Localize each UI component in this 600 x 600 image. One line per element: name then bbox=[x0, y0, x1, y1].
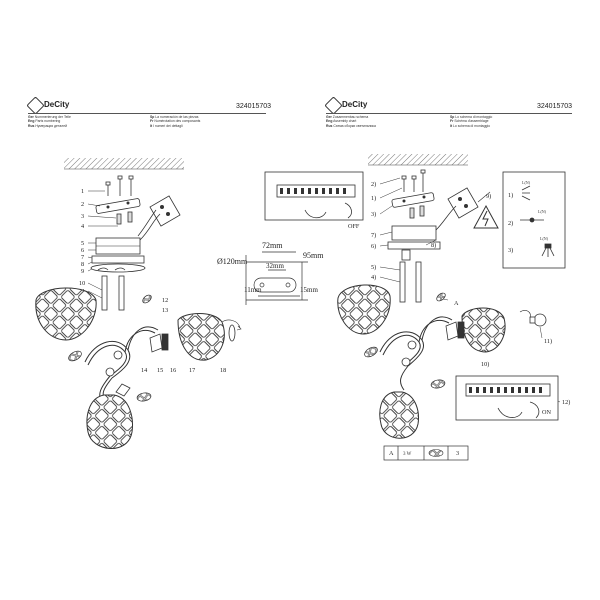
leader-lines bbox=[87, 190, 118, 299]
terminal-callout-off: OFF bbox=[264, 171, 364, 230]
svg-text:7: 7 bbox=[81, 254, 84, 261]
parts-table: A 3 W 3 bbox=[383, 445, 469, 461]
svg-text:9: 9 bbox=[81, 268, 84, 275]
svg-text:3): 3) bbox=[371, 211, 376, 218]
crystal-pendant-icon bbox=[428, 449, 444, 457]
ceiling-hatch bbox=[368, 154, 468, 166]
svg-text:32mm: 32mm bbox=[266, 262, 284, 270]
svg-text:1: 1 bbox=[81, 188, 84, 195]
legend-block: Ger Nummerierung der Teile Sp La numerac… bbox=[28, 115, 268, 128]
svg-text:95mm: 95mm bbox=[303, 251, 324, 260]
svg-text:A: A bbox=[454, 300, 459, 307]
svg-text:15mm: 15mm bbox=[300, 286, 318, 294]
bulb-icon bbox=[221, 319, 242, 342]
svg-text:9): 9) bbox=[486, 193, 491, 200]
terminal-block-icon bbox=[137, 195, 181, 241]
canopy-plate bbox=[387, 225, 441, 261]
legend-row: Rus Схема сборки светильника It Lo schem… bbox=[326, 123, 490, 128]
anchor-icon bbox=[116, 211, 133, 225]
support-rod bbox=[97, 267, 126, 311]
screw-icon bbox=[401, 169, 426, 192]
terminal-callout-on: ON bbox=[455, 375, 559, 421]
crystal-pendant-icon bbox=[68, 294, 152, 402]
header-divider bbox=[326, 113, 572, 114]
document-code: 324015703 bbox=[537, 103, 573, 110]
support-rod bbox=[399, 261, 422, 303]
crystal-pendant-icon bbox=[364, 292, 446, 389]
svg-text:L(N): L(N) bbox=[540, 236, 549, 241]
svg-text:3 W: 3 W bbox=[403, 452, 412, 457]
svg-text:6): 6) bbox=[371, 243, 376, 250]
anchor-icon bbox=[409, 205, 425, 219]
svg-text:4): 4) bbox=[371, 274, 376, 281]
legend-row: Ger Zusammenbau schema Sp Lo schema di m… bbox=[326, 115, 493, 119]
arm-connector-icon bbox=[401, 340, 417, 367]
svg-text:7): 7) bbox=[371, 232, 376, 239]
glass-shade bbox=[35, 287, 225, 449]
svg-text:5: 5 bbox=[81, 240, 84, 247]
svg-text:ON: ON bbox=[542, 409, 551, 416]
svg-text:8: 8 bbox=[81, 261, 84, 268]
svg-text:OFF: OFF bbox=[348, 223, 360, 230]
legend-row: Ger Nummerierung der Teile Sp La numerac… bbox=[28, 115, 199, 119]
step-labels: 2) 1) 3) 7) 6) 5) 4) 8) 9) 10) 11) 12) A bbox=[371, 181, 570, 406]
chandelier-frame bbox=[379, 316, 453, 391]
canopy-dimension-drawing bbox=[245, 251, 308, 305]
arm-connector-icon bbox=[105, 350, 123, 377]
svg-text:17: 17 bbox=[189, 367, 195, 374]
glass-shade bbox=[337, 284, 506, 439]
svg-text:2: 2 bbox=[81, 201, 84, 208]
svg-text:11mm: 11mm bbox=[244, 286, 262, 294]
socket-icon bbox=[445, 321, 465, 341]
dimension-labels: Ø120mm 72mm 95mm 32mm 11mm 15mm bbox=[217, 241, 324, 294]
svg-text:6: 6 bbox=[81, 247, 84, 254]
svg-text:1): 1) bbox=[371, 195, 376, 202]
svg-text:12): 12) bbox=[562, 399, 570, 406]
canopy-plate bbox=[90, 237, 146, 273]
svg-text:A: A bbox=[389, 450, 394, 457]
legend-row: Eng Assembly chart Fr Schéma d'assemblag… bbox=[326, 119, 489, 124]
svg-text:8): 8) bbox=[431, 242, 436, 249]
svg-text:15: 15 bbox=[157, 367, 163, 374]
svg-text:1): 1) bbox=[508, 192, 513, 199]
electric-warning-icon bbox=[473, 191, 499, 229]
svg-text:10): 10) bbox=[481, 361, 489, 368]
terminal-block-icon bbox=[435, 187, 479, 231]
header-divider bbox=[28, 113, 266, 114]
legend-row: Rus Нумерация деталей It I numeri dei de… bbox=[28, 123, 183, 128]
document-code: 324015703 bbox=[236, 103, 272, 110]
svg-text:13: 13 bbox=[162, 307, 168, 314]
svg-text:2): 2) bbox=[508, 220, 513, 227]
svg-text:Ø120mm: Ø120mm bbox=[217, 257, 248, 266]
socket-icon bbox=[115, 333, 169, 397]
wiring-steps-panel: 1) 2) 3) L(N) L(N) L(N) bbox=[502, 171, 566, 269]
mounting-bar-icon bbox=[391, 192, 435, 208]
svg-text:5): 5) bbox=[371, 264, 376, 271]
bulb-icon bbox=[519, 310, 547, 339]
legend-row: Eng Parts numbering Fr Numérotation des … bbox=[28, 119, 201, 124]
svg-text:4: 4 bbox=[81, 223, 84, 230]
svg-text:11): 11) bbox=[544, 338, 552, 345]
legend-block: Ger Zusammenbau schema Sp Lo schema di m… bbox=[326, 115, 572, 128]
ceiling-hatch bbox=[64, 158, 184, 170]
mounting-bar-icon bbox=[95, 198, 141, 214]
svg-text:3: 3 bbox=[81, 213, 84, 220]
svg-text:2): 2) bbox=[371, 181, 376, 188]
svg-text:3): 3) bbox=[508, 247, 513, 254]
svg-text:10: 10 bbox=[79, 280, 85, 287]
svg-text:L(N): L(N) bbox=[522, 180, 531, 185]
svg-text:72mm: 72mm bbox=[262, 241, 283, 250]
svg-text:L(N): L(N) bbox=[538, 209, 547, 214]
screw-icon bbox=[105, 175, 134, 196]
svg-text:14: 14 bbox=[141, 367, 147, 374]
svg-text:16: 16 bbox=[170, 367, 176, 374]
logo-text: DeCity bbox=[44, 100, 70, 109]
logo-text: DeCity bbox=[342, 100, 368, 109]
svg-text:18: 18 bbox=[220, 367, 226, 374]
svg-text:3: 3 bbox=[456, 450, 459, 457]
svg-text:12: 12 bbox=[162, 297, 168, 304]
